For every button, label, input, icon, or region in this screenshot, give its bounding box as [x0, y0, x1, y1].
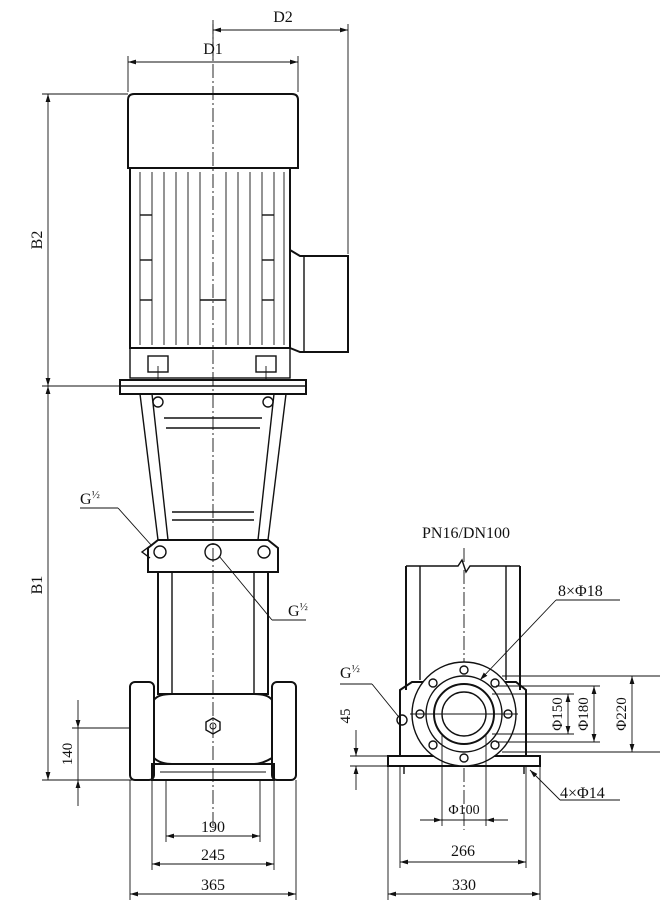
- motor-stool: [119, 379, 307, 541]
- label-phi100: Φ100: [448, 803, 479, 818]
- motor-body: [129, 167, 291, 349]
- label-phi150: Φ150: [550, 697, 566, 730]
- label-phi180: Φ180: [576, 697, 592, 730]
- label-b2: B2: [29, 231, 46, 250]
- side-view: [387, 548, 541, 830]
- label-g-half-right: G½: [288, 601, 308, 620]
- label-phi220: Φ220: [614, 697, 630, 730]
- side-dimensions: PN16/DN100 8×Φ18 G½ 45 Φ150 Φ180 Φ220: [338, 525, 660, 900]
- label-266: 266: [451, 843, 475, 860]
- label-bolt-holes: 8×Φ18: [558, 583, 603, 600]
- front-view: [119, 20, 349, 830]
- label-d2: D2: [273, 9, 293, 26]
- label-45: 45: [338, 709, 354, 724]
- label-base-holes: 4×Φ14: [560, 785, 605, 802]
- pump-base: [129, 681, 297, 781]
- terminal-box: [289, 249, 349, 353]
- label-g-half-upper: G½: [80, 489, 100, 508]
- label-365: 365: [201, 877, 225, 894]
- label-140: 140: [60, 743, 76, 766]
- label-flange-spec: PN16/DN100: [422, 525, 510, 542]
- label-b1: B1: [29, 576, 46, 595]
- motor-mount: [129, 347, 291, 380]
- pump-head: [140, 539, 279, 573]
- label-330: 330: [452, 877, 476, 894]
- label-245: 245: [201, 847, 225, 864]
- label-g-half-side: G½: [340, 663, 360, 682]
- label-190: 190: [201, 819, 225, 836]
- front-dimensions: D1 D2 B2 B1 140 G½ G½ 190: [29, 9, 349, 900]
